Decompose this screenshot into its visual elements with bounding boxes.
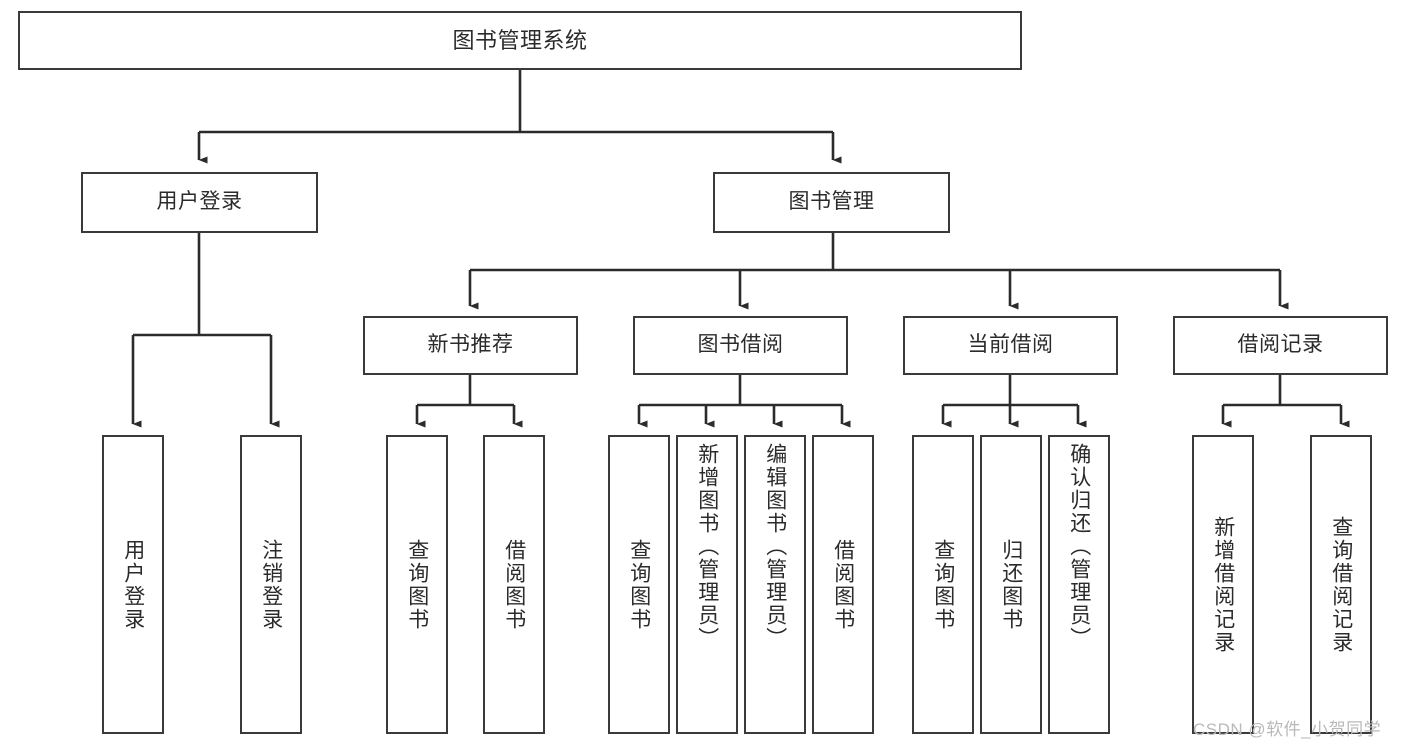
node-leaf-borrow-book-label: 借阅图书	[831, 538, 855, 631]
node-leaf-borrow-book-recommend-label: 借阅图书	[502, 538, 526, 631]
node-leaf-edit-book-admin[interactable]: 编辑图书（管理员）	[744, 435, 806, 734]
node-book-borrow-label: 图书借阅	[697, 333, 784, 357]
node-leaf-query-borrow-record-label: 查询借阅记录	[1329, 515, 1353, 654]
node-leaf-query-book-borrow[interactable]: 查询图书	[608, 435, 670, 734]
node-leaf-query-book-recommend-label: 查询图书	[405, 538, 429, 631]
node-leaf-query-book-recommend[interactable]: 查询图书	[386, 435, 448, 734]
node-borrow-record[interactable]: 借阅记录	[1173, 316, 1388, 375]
node-new-book-recommend-label: 新书推荐	[427, 333, 514, 357]
node-leaf-return-book-label: 归还图书	[999, 538, 1023, 631]
node-current-borrow-label: 当前借阅	[967, 333, 1054, 357]
node-current-borrow[interactable]: 当前借阅	[903, 316, 1118, 375]
node-leaf-query-book-current-label: 查询图书	[931, 538, 955, 631]
node-leaf-user-login[interactable]: 用户登录	[102, 435, 164, 734]
node-leaf-borrow-book[interactable]: 借阅图书	[812, 435, 874, 734]
node-user-login[interactable]: 用户登录	[81, 172, 318, 233]
node-leaf-add-book-admin[interactable]: 新增图书（管理员）	[676, 435, 738, 734]
node-leaf-logout[interactable]: 注销登录	[240, 435, 302, 734]
node-leaf-add-borrow-record-label: 新增借阅记录	[1211, 515, 1235, 654]
node-leaf-query-book-current[interactable]: 查询图书	[912, 435, 974, 734]
node-leaf-edit-book-admin-label: 编辑图书（管理员）	[763, 443, 787, 650]
node-leaf-add-book-admin-label: 新增图书（管理员）	[695, 443, 719, 650]
node-book-management-label: 图书管理	[788, 190, 875, 214]
node-leaf-confirm-return-admin[interactable]: 确认归还（管理员）	[1048, 435, 1110, 734]
node-root-system[interactable]: 图书管理系统	[18, 11, 1022, 70]
node-book-management[interactable]: 图书管理	[713, 172, 950, 233]
node-new-book-recommend[interactable]: 新书推荐	[363, 316, 578, 375]
node-leaf-logout-label: 注销登录	[259, 538, 283, 631]
node-user-login-label: 用户登录	[156, 190, 243, 214]
node-leaf-add-borrow-record[interactable]: 新增借阅记录	[1192, 435, 1254, 734]
node-leaf-borrow-book-recommend[interactable]: 借阅图书	[483, 435, 545, 734]
node-leaf-confirm-return-admin-label: 确认归还（管理员）	[1067, 443, 1091, 650]
node-leaf-query-book-borrow-label: 查询图书	[627, 538, 651, 631]
node-leaf-user-login-label: 用户登录	[121, 538, 145, 631]
node-leaf-query-borrow-record[interactable]: 查询借阅记录	[1310, 435, 1372, 734]
node-borrow-record-label: 借阅记录	[1237, 333, 1324, 357]
node-book-borrow[interactable]: 图书借阅	[633, 316, 848, 375]
node-leaf-return-book[interactable]: 归还图书	[980, 435, 1042, 734]
node-root-system-label: 图书管理系统	[452, 27, 588, 53]
